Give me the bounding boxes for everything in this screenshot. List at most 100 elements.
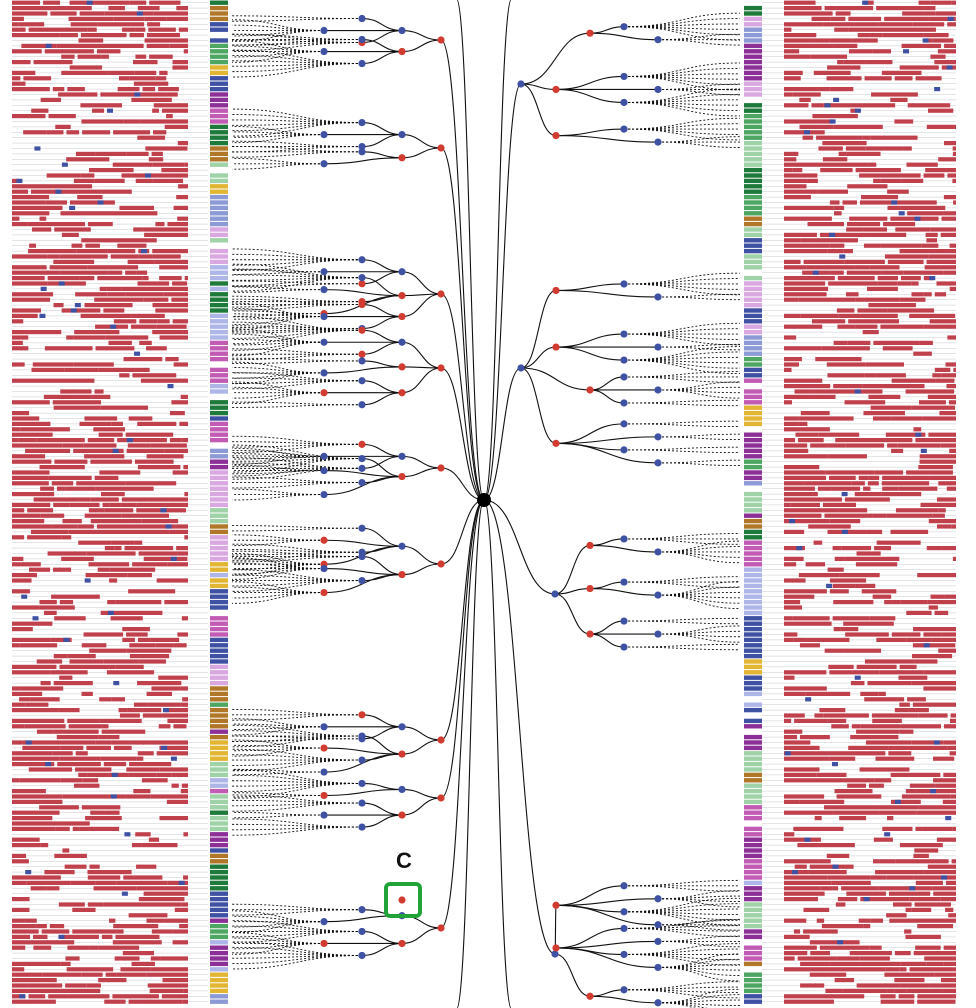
- presence-bar: [784, 178, 808, 183]
- presence-bar: [882, 33, 924, 38]
- leaf-branch: [231, 30, 325, 42]
- presence-bar: [12, 983, 63, 988]
- presence-bar: [84, 303, 133, 308]
- annotation-cell: [210, 205, 228, 211]
- presence-bar: [180, 789, 188, 794]
- presence-bar: [834, 27, 849, 32]
- leaf-branch: [231, 304, 363, 311]
- presence-bar: [68, 16, 114, 21]
- presence-bar: [12, 76, 21, 81]
- presence-bar: [919, 400, 946, 405]
- presence-bar: [67, 654, 96, 659]
- presence-bar: [894, 76, 913, 81]
- presence-bar: [842, 988, 888, 993]
- internal-node: [437, 144, 445, 152]
- presence-bar: [78, 389, 92, 394]
- presence-bar: [784, 22, 799, 27]
- presence-bar: [100, 92, 142, 97]
- presence-bar: [12, 826, 56, 831]
- tree-branch: [483, 367, 522, 501]
- presence-bar: [837, 324, 856, 329]
- tree-branch: [555, 346, 625, 361]
- presence-bar: [813, 540, 823, 545]
- presence-bar: [897, 513, 933, 518]
- presence-bar: [870, 405, 912, 410]
- presence-bar: [153, 130, 167, 135]
- presence-bar: [881, 270, 904, 275]
- tree-branch: [555, 898, 659, 906]
- presence-bar: [901, 43, 942, 48]
- tree-branch: [520, 32, 591, 85]
- presence-bar: [131, 313, 165, 318]
- presence-bar: [68, 529, 105, 534]
- presence-bar: [856, 664, 897, 669]
- annotation-cell: [210, 146, 228, 151]
- leaf-branch: [657, 546, 741, 553]
- presence-bar: [103, 762, 127, 767]
- presence-bar: [841, 546, 872, 551]
- internal-node: [551, 590, 559, 598]
- annotation-cell: [744, 437, 762, 443]
- presence-bar: [875, 373, 906, 378]
- presence-bar: [784, 546, 805, 551]
- annotation-cell: [210, 956, 228, 961]
- presence-bar: [123, 994, 159, 999]
- presence-bar: [836, 956, 860, 961]
- presence-bar: [846, 151, 881, 156]
- leaf-branch: [231, 931, 363, 938]
- presence-bar: [182, 232, 188, 237]
- leaf-node: [358, 377, 366, 385]
- leaf-branch: [231, 549, 363, 553]
- presence-bar: [84, 513, 122, 518]
- presence-bar: [148, 702, 181, 707]
- presence-bar: [947, 173, 956, 178]
- presence-bar: [880, 178, 902, 183]
- presence-bar: [172, 319, 188, 324]
- presence-bar: [912, 654, 953, 659]
- presence-bar: [834, 556, 845, 561]
- presence-bar: [62, 988, 101, 993]
- presence-bar: [12, 292, 54, 297]
- presence-bar: [73, 448, 124, 453]
- presence-bar: [58, 821, 90, 826]
- presence-bar: [127, 708, 143, 713]
- presence-bar: [177, 141, 188, 146]
- leaf-branch: [623, 989, 741, 999]
- annotation-cell: [210, 416, 228, 421]
- leaf-branch: [231, 903, 363, 911]
- annotation-cell: [744, 567, 762, 572]
- presence-bar: [856, 551, 881, 556]
- presence-bar: [12, 940, 26, 945]
- presence-bar: [166, 92, 178, 97]
- presence-bar: [895, 508, 939, 513]
- presence-bar: [53, 567, 72, 572]
- presence-bar: [100, 405, 149, 410]
- presence-bar: [86, 551, 136, 556]
- presence-bar: [863, 897, 870, 902]
- presence-bar: [909, 967, 956, 972]
- presence-bar: [908, 708, 929, 713]
- annotation-cell: [210, 643, 228, 648]
- presence-bar: [118, 76, 130, 81]
- presence-bar: [879, 810, 917, 815]
- presence-bar: [69, 65, 103, 70]
- presence-bar: [784, 286, 829, 291]
- leaf-branch: [231, 63, 363, 78]
- annotation-cell: [744, 896, 762, 902]
- presence-bar: [872, 594, 892, 599]
- presence-bar: [24, 724, 66, 729]
- presence-bar: [109, 567, 156, 572]
- presence-bar: [84, 454, 125, 459]
- presence-bar: [101, 729, 138, 734]
- presence-bar: [897, 697, 905, 702]
- presence-bar: [887, 259, 924, 264]
- presence-bar: [784, 578, 806, 583]
- presence-bar: [150, 637, 180, 642]
- annotation-cell: [210, 772, 228, 778]
- annotation-cell: [744, 767, 762, 772]
- presence-bar: [57, 222, 85, 227]
- presence-bar: [65, 983, 87, 988]
- leaf-branch: [231, 580, 363, 592]
- presence-bar: [12, 470, 50, 475]
- annotation-cell: [744, 81, 762, 86]
